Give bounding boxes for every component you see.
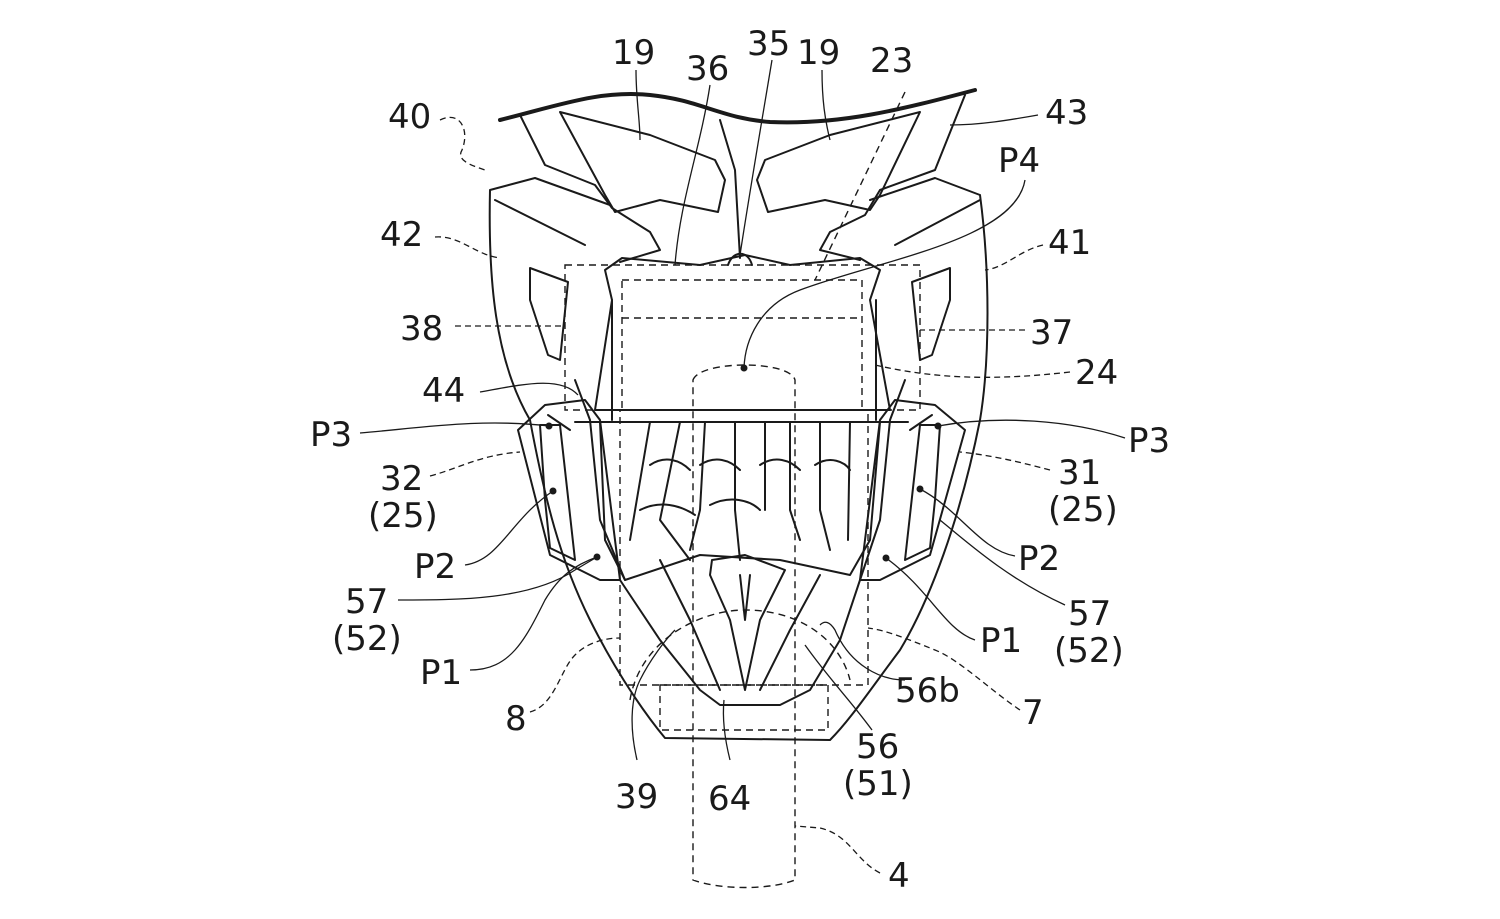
- label-P4: P4: [998, 141, 1040, 181]
- label-31: 31: [1058, 453, 1101, 493]
- leader-lines: [360, 60, 1125, 873]
- leader-36: [675, 85, 710, 265]
- fin-3: [690, 422, 705, 550]
- fin-1: [630, 422, 650, 540]
- beak-inner: [740, 575, 750, 620]
- label-8: 8: [505, 699, 527, 739]
- vent-left: [530, 268, 568, 360]
- label-32: 32: [380, 459, 423, 499]
- leader-35: [740, 60, 772, 255]
- leader-41: [985, 245, 1043, 270]
- mirror-left: [560, 112, 725, 212]
- label-P2-right: P2: [1018, 539, 1060, 579]
- vent-right: [912, 268, 950, 360]
- leader-P1-left: [470, 557, 597, 670]
- label-52-right: (52): [1054, 631, 1124, 671]
- label-40: 40: [388, 97, 431, 137]
- label-38: 38: [400, 309, 443, 349]
- label-23: 23: [870, 41, 913, 81]
- fin-2: [660, 422, 690, 560]
- upper-body: [500, 90, 975, 420]
- dashed-box-bottom: [660, 685, 828, 730]
- leader-40: [440, 117, 485, 170]
- label-4: 4: [888, 856, 910, 896]
- beak-crease-right: [760, 575, 820, 690]
- label-43: 43: [1045, 93, 1088, 133]
- label-P3-left: P3: [310, 415, 352, 455]
- label-51: (51): [843, 764, 913, 804]
- dashed-box-upper: [565, 265, 920, 410]
- leader-32: [430, 452, 520, 476]
- label-24: 24: [1075, 353, 1118, 393]
- label-7: 7: [1022, 693, 1044, 733]
- leader-56: [805, 645, 872, 730]
- leader-4: [795, 826, 880, 873]
- label-P2-left: P2: [414, 547, 456, 587]
- label-25-right: (25): [1048, 490, 1118, 530]
- dashed-box-inner: [622, 280, 862, 410]
- label-64: 64: [708, 779, 751, 819]
- label-52-left: (52): [332, 619, 402, 659]
- label-42: 42: [380, 215, 423, 255]
- side-lamps: [518, 400, 965, 580]
- mirror-right: [757, 112, 920, 212]
- fin-4: [735, 422, 740, 560]
- beak-outline: [620, 580, 860, 705]
- upper-left-side: [520, 115, 660, 262]
- leader-P2-left: [465, 491, 553, 565]
- leader-19b: [822, 70, 830, 140]
- lamp-left-outer: [518, 400, 620, 580]
- label-41: 41: [1048, 223, 1091, 263]
- leader-P3-right: [938, 420, 1125, 438]
- label-19a: 19: [612, 33, 655, 73]
- label-P1-left: P1: [420, 653, 462, 693]
- label-37: 37: [1030, 313, 1073, 353]
- label-25-left: (25): [368, 496, 438, 536]
- headlight-housing: [595, 255, 890, 410]
- leader-19a: [636, 70, 640, 140]
- fairing-crease-right: [895, 200, 980, 245]
- beak-center: [710, 555, 785, 690]
- label-39: 39: [615, 777, 658, 817]
- fin-8: [848, 422, 850, 540]
- fairing-crease-left: [495, 200, 585, 245]
- leader-8: [530, 638, 620, 712]
- label-56: 56: [856, 727, 899, 767]
- label-35: 35: [747, 24, 790, 64]
- label-36: 36: [686, 49, 729, 89]
- fork-arc-lower: [630, 610, 850, 700]
- lamp-right-arrow: [910, 415, 932, 430]
- leader-43: [950, 115, 1038, 125]
- label-56b: 56b: [895, 671, 960, 711]
- label-57-left: 57: [345, 582, 388, 622]
- label-P1-right: P1: [980, 621, 1022, 661]
- front-beak: [620, 555, 860, 705]
- label-57-right: 57: [1068, 594, 1111, 634]
- labels: 40 19 36 35 19 23 43 P4 42 41 38 37 24 4…: [310, 24, 1170, 896]
- label-44: 44: [422, 371, 465, 411]
- fin-7: [820, 422, 830, 550]
- leader-24: [875, 365, 1070, 377]
- leader-44: [480, 383, 578, 395]
- label-19b: 19: [797, 33, 840, 73]
- label-P3-right: P3: [1128, 421, 1170, 461]
